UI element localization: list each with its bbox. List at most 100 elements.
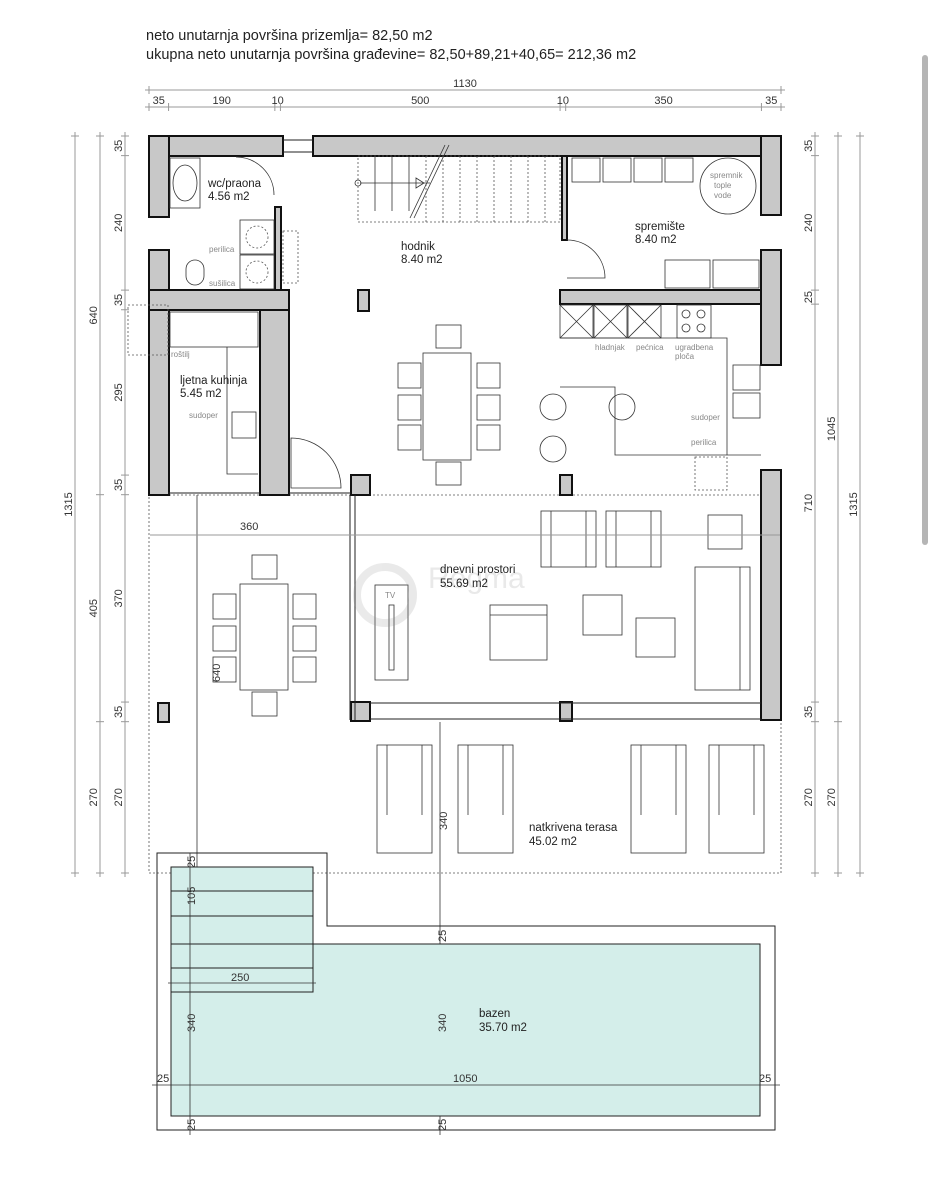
watermark-text: Regma <box>428 562 525 595</box>
dim-pool-left-height: 340 <box>186 1014 198 1032</box>
label-tv: TV <box>385 591 396 600</box>
dim-pool-left-edge: 25 <box>157 1073 169 1085</box>
wc-door[interactable] <box>235 156 275 196</box>
inner-dimension-labels: 360 640 340 25 105 250 340 340 25 1050 2… <box>150 521 780 1131</box>
dim-left-outer-label: 1315 <box>63 492 75 516</box>
storage-door[interactable] <box>566 239 606 279</box>
dim-left-inner-label: 35 <box>113 479 125 491</box>
room-dnevni-name: dnevni prostori <box>440 564 515 576</box>
room-wc-area: 4.56 m2 <box>208 191 250 203</box>
fixture-labels: perilica sušilica roštilj sudoper spremn… <box>171 171 743 600</box>
dim-pool-mid-top-edge: 25 <box>437 930 449 942</box>
dim-pool-mid-height: 340 <box>437 1014 449 1032</box>
dim-left-inner-label: 270 <box>113 788 125 806</box>
dim-pool-right-edge: 25 <box>759 1073 771 1085</box>
dim-pool-bottom-mid-edge: 25 <box>437 1119 449 1131</box>
kitchen-door[interactable] <box>290 437 342 489</box>
dim-right-middle-label: 1045 <box>826 417 838 441</box>
label-spremnik-1: spremnik <box>710 171 743 180</box>
dim-left-inner-label: 35 <box>113 140 125 152</box>
room-dnevni-area: 55.69 m2 <box>440 578 488 590</box>
dim-right-inner-label: 35 <box>803 706 815 718</box>
label-spremnik-3: vode <box>714 191 732 200</box>
dim-terrace-width: 360 <box>240 521 258 533</box>
dim-pool-top-edge: 25 <box>186 856 198 868</box>
washing-machine <box>239 219 275 255</box>
walls <box>148 135 782 723</box>
pool-steps <box>170 866 314 993</box>
dim-right-inner-label: 25 <box>803 291 815 303</box>
label-rostilj: roštilj <box>171 350 190 359</box>
dim-left-inner-label: 35 <box>113 706 125 718</box>
pool-deck-outline <box>156 852 776 1131</box>
hot-water-tank <box>699 157 757 215</box>
room-hodnik-area: 8.40 m2 <box>401 254 443 266</box>
living-furniture <box>374 510 751 691</box>
toilet <box>185 259 205 286</box>
label-sudoper-ljetna: sudoper <box>189 411 218 420</box>
grill <box>169 311 259 348</box>
room-terasa-area: 45.02 m2 <box>529 836 577 848</box>
dim-top-segment-label: 10 <box>557 95 569 107</box>
dim-top-segment-label: 35 <box>153 95 165 107</box>
summer-kitchen-sink <box>231 411 257 439</box>
kitchen-units <box>539 304 761 491</box>
dining-table-set <box>397 324 501 486</box>
room-bazen-name: bazen <box>479 1008 510 1020</box>
label-perilica-kuhinja: perilica <box>691 438 717 447</box>
watermark-logo: Regma <box>353 562 525 627</box>
dim-lounge: 340 <box>438 812 450 830</box>
dim-right-inner-label: 240 <box>803 214 815 232</box>
dim-right-inner-label: 270 <box>803 788 815 806</box>
label-susilica: sušilica <box>209 279 236 288</box>
dim-left-inner-label: 240 <box>113 214 125 232</box>
dim-right-outer-label: 1315 <box>848 492 860 516</box>
dim-pool-bottom-left-edge: 25 <box>186 1119 198 1131</box>
room-wc-name: wc/praona <box>207 178 262 190</box>
scrollbar[interactable] <box>922 55 928 545</box>
pool-step-lines <box>171 890 313 969</box>
dim-top-segment-label: 350 <box>654 95 672 107</box>
label-pecnica: pećnica <box>636 343 664 352</box>
net-area-ground-floor: neto unutarnja površina prizemlja= 82,50… <box>146 28 433 44</box>
stairs <box>354 144 561 223</box>
room-ljetna-area: 5.45 m2 <box>180 388 222 400</box>
room-terasa-name: natkrivena terasa <box>529 822 618 834</box>
dim-pool-length: 1050 <box>453 1073 477 1085</box>
dim-left-middle-label: 640 <box>88 306 100 324</box>
label-perilica-wc: perilica <box>209 245 235 254</box>
dim-terrace-depth: 640 <box>211 664 223 682</box>
dim-top-segment-label: 35 <box>765 95 777 107</box>
storage-shelves <box>571 157 760 289</box>
dim-top-total-label: 1130 <box>453 78 477 90</box>
label-hladnjak: hladnjak <box>595 343 626 352</box>
dim-pool-steps-width: 250 <box>231 972 249 984</box>
label-ploca-1: ugradbena <box>675 343 714 352</box>
dim-left-inner-label: 370 <box>113 589 125 607</box>
room-ljetna-name: ljetna kuhinja <box>180 375 248 387</box>
terrace-dining-set <box>212 554 317 717</box>
room-spremiste-area: 8.40 m2 <box>635 234 677 246</box>
dim-pool-steps-depth: 105 <box>186 887 198 905</box>
dim-right-inner-label: 35 <box>803 140 815 152</box>
dim-top-segment-label: 500 <box>411 95 429 107</box>
dim-left-middle-label: 270 <box>88 788 100 806</box>
dim-right-inner-label: 710 <box>803 494 815 512</box>
dim-left-middle-label: 405 <box>88 599 100 617</box>
label-spremnik-2: tople <box>714 181 732 190</box>
glazing-lines <box>168 139 761 720</box>
dim-left-inner-label: 295 <box>113 383 125 401</box>
washbasin <box>169 157 201 209</box>
dryer <box>239 254 275 290</box>
room-labels: wc/praona 4.56 m2 hodnik 8.40 m2 spremiš… <box>180 178 685 1034</box>
room-spremiste-name: spremište <box>635 221 685 233</box>
label-ploca-2: ploča <box>675 352 695 361</box>
label-sudoper-kuhinja: sudoper <box>691 413 720 422</box>
total-net-area: ukupna neto unutarnja površina građevine… <box>146 47 637 63</box>
dim-top-segment-label: 190 <box>213 95 231 107</box>
room-hodnik-name: hodnik <box>401 241 435 253</box>
dim-left-inner-label: 35 <box>113 294 125 306</box>
dim-right-middle-label: 270 <box>826 788 838 806</box>
